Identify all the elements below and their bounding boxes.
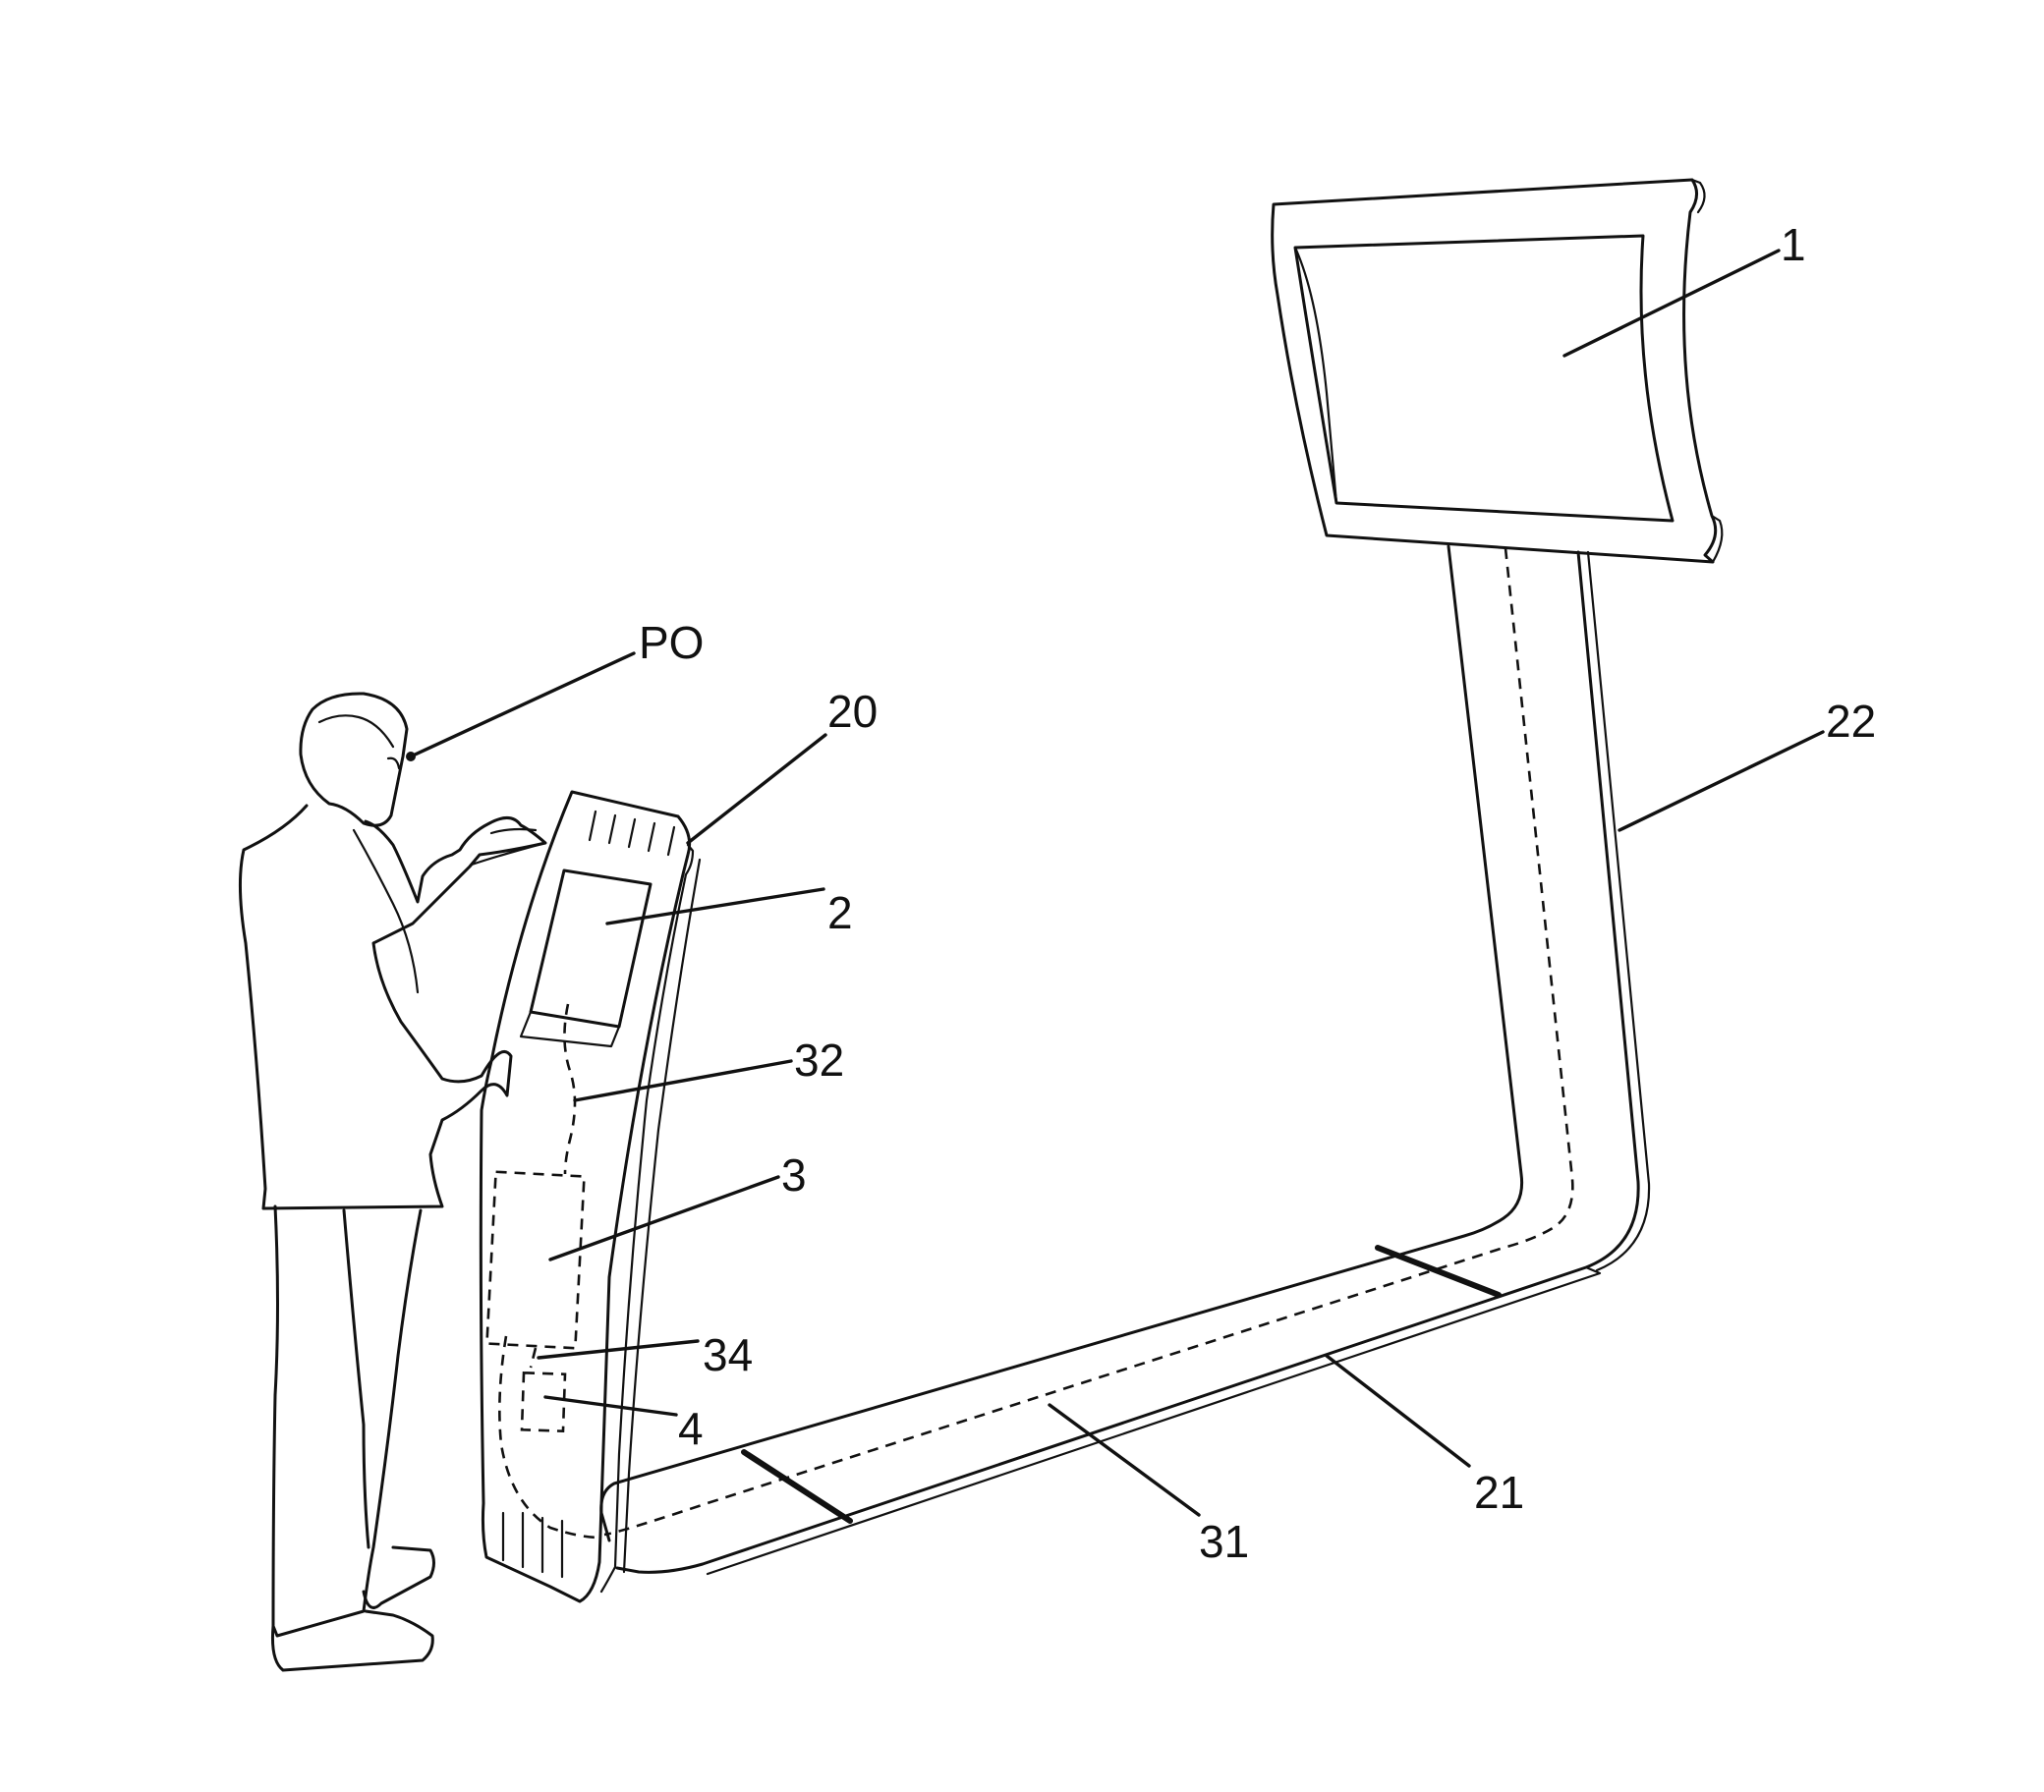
- label-floor-channel: 21: [1474, 1467, 1524, 1518]
- leader-1: [1564, 251, 1779, 356]
- label-control-unit: 3: [781, 1149, 807, 1201]
- large-display: [1273, 180, 1723, 562]
- label-wall-arm: 22: [1826, 696, 1876, 747]
- leader-22: [1619, 732, 1823, 830]
- label-inner-wire: 32: [794, 1035, 844, 1086]
- label-module: 4: [678, 1403, 704, 1454]
- person-figure: [240, 694, 545, 1670]
- leader-20: [688, 735, 825, 843]
- label-connector: 34: [703, 1329, 753, 1380]
- label-kiosk: 20: [827, 686, 878, 737]
- label-po: PO: [639, 617, 704, 668]
- leader-21: [1327, 1356, 1469, 1466]
- po-eye-point: [406, 752, 416, 761]
- leader-34: [539, 1341, 698, 1358]
- label-touchscreen: 2: [827, 887, 853, 938]
- leader-32: [575, 1061, 791, 1100]
- trunking: [601, 546, 1649, 1574]
- leader-po: [411, 653, 634, 756]
- label-display: 1: [1781, 219, 1806, 270]
- leader-2: [607, 889, 823, 924]
- label-floor-cable: 31: [1199, 1516, 1249, 1567]
